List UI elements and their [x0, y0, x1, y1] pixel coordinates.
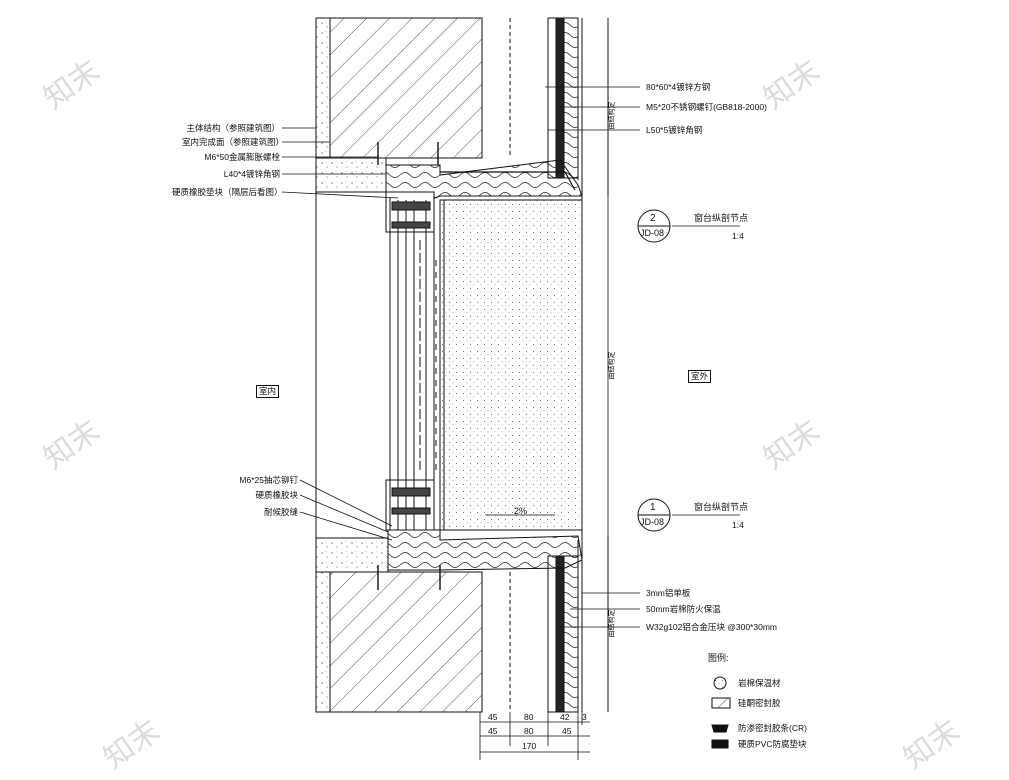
label-aluminum-panel: 3mm铝单板	[646, 588, 691, 598]
legend-item-rockwool: 岩棉保温材	[738, 678, 781, 688]
callout-1-scale: 1:4	[732, 520, 744, 530]
callout-symbols	[637, 209, 671, 532]
label-indoor: 室内	[256, 385, 280, 398]
label-angle-l50: L50*5镀锌角钢	[646, 125, 703, 135]
callout-2-title: 窗台纵剖节点	[694, 213, 749, 223]
label-main-structure: 主体结构（参照建筑图）	[186, 123, 280, 133]
callout-2-scale: 1:4	[732, 231, 744, 241]
dimension-lines	[479, 80, 609, 760]
label-rockwool: 50mm岩棉防火保温	[646, 604, 721, 614]
dim-row1-3: 3	[582, 712, 587, 722]
dim-vertical-mid: 由结构定	[608, 351, 616, 380]
label-screw: M5*20不锈钢螺钉(GB818-2000)	[646, 102, 767, 112]
legend-item-cr-gasket: 防渗密封胶条(CR)	[738, 723, 807, 733]
anchor-bolts	[377, 142, 441, 590]
callout-2-number: 2	[650, 213, 656, 224]
cladding-bottom	[387, 529, 609, 713]
label-finish-surface: 室内完成面（参照建筑图）	[182, 137, 285, 147]
legend-item-sealant: 硅酮密封胶	[738, 698, 781, 708]
label-outdoor: 室外	[688, 370, 712, 383]
leader-lines	[281, 86, 740, 628]
cladding-top	[385, 17, 609, 201]
label-square-tube: 80*60*4镀锌方钢	[646, 82, 711, 92]
legend-title: 图例:	[708, 653, 729, 663]
dim-row2-45b: 45	[562, 726, 572, 736]
legend-symbols	[711, 676, 731, 749]
dim-row2-80: 80	[524, 726, 534, 736]
sill-panel	[435, 196, 583, 540]
dim-row1-42: 42	[560, 712, 570, 722]
label-rivet: M6*25抽芯铆钉	[239, 475, 298, 485]
dim-row1-45: 45	[488, 712, 498, 722]
callout-1-title: 窗台纵剖节点	[694, 502, 749, 512]
dim-row1-80: 80	[524, 712, 534, 722]
callout-2-ref: JD-08	[640, 228, 665, 238]
dim-vertical-bottom: 由结构定	[608, 609, 616, 638]
dim-vertical-top: 由结构定	[608, 101, 616, 130]
dim-row2-45: 45	[488, 726, 498, 736]
label-rubber-block: 硬质橡胶块	[255, 490, 298, 500]
legend-item-pvc-pad: 硬质PVC防腐垫块	[738, 739, 807, 749]
dim-total-170: 170	[522, 741, 537, 751]
label-weather-seal: 耐候胶缝	[263, 507, 298, 517]
callout-1-ref: JD-08	[640, 517, 665, 527]
label-angle-steel: L40*4镀锌角钢	[223, 169, 280, 179]
label-pressure-block: W32g102铝合金压块 @300*30mm	[646, 622, 777, 632]
label-expansion-bolt: M6*50金属膨胀螺栓	[204, 152, 280, 162]
callout-1-number: 1	[650, 502, 656, 513]
label-slope: 2%	[514, 506, 528, 516]
window-frame	[385, 191, 435, 531]
structure-outline	[315, 17, 511, 713]
label-rubber-pad: 硬质橡胶垫块（隔层后看图）	[172, 187, 283, 197]
